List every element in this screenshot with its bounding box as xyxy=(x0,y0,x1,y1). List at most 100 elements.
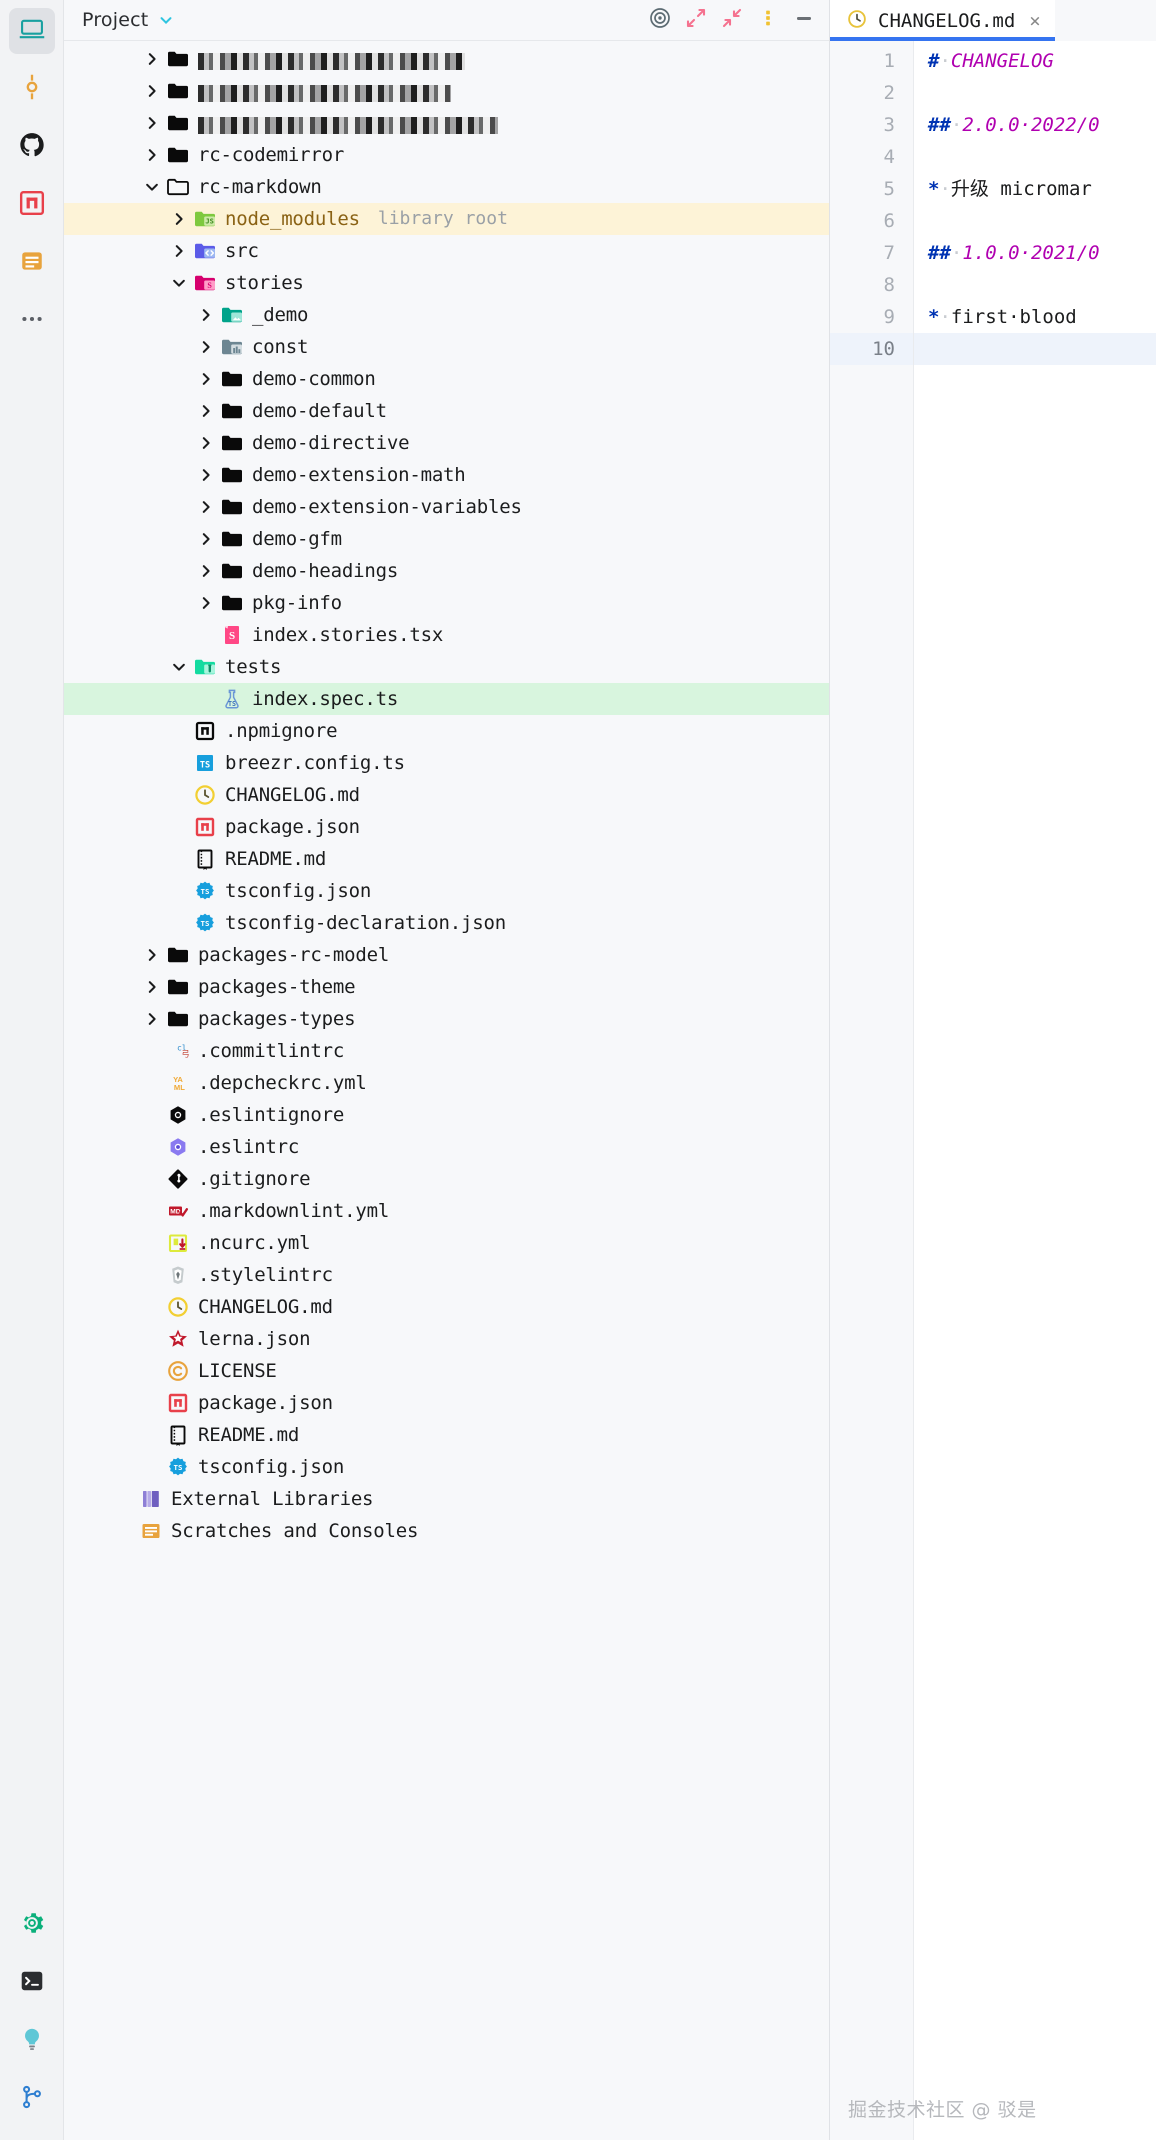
chevron-right-icon[interactable] xyxy=(193,370,219,388)
chevron-down-icon[interactable] xyxy=(166,658,192,676)
tree-row[interactable] xyxy=(64,43,829,75)
code-content[interactable]: #·CHANGELOG ##·2.0.0·2022/0 *·升级 micromar #… xyxy=(914,41,1156,2140)
tree-row[interactable]: package.json xyxy=(64,1387,829,1419)
chevron-right-icon[interactable] xyxy=(139,1010,165,1028)
tree-row[interactable]: .stylelintrc xyxy=(64,1259,829,1291)
code-line[interactable] xyxy=(914,269,1156,301)
chevron-right-icon[interactable] xyxy=(193,498,219,516)
chevron-right-icon[interactable] xyxy=(139,146,165,164)
tree-row[interactable]: demo-headings xyxy=(64,555,829,587)
tree-row[interactable]: .gitignore xyxy=(64,1163,829,1195)
rail-item-problems[interactable] xyxy=(9,2018,55,2064)
select-opened-file-button[interactable] xyxy=(643,5,677,35)
tree-row[interactable]: packages-rc-model xyxy=(64,939,829,971)
tree-row[interactable]: README.md xyxy=(64,1419,829,1451)
code-line[interactable]: *·first·blood xyxy=(914,301,1156,333)
code-line[interactable]: ##·1.0.0·2021/0 xyxy=(914,237,1156,269)
chevron-down-icon[interactable] xyxy=(157,11,175,29)
options-menu-button[interactable] xyxy=(751,5,785,35)
rail-item-npm[interactable] xyxy=(9,182,55,228)
chevron-right-icon[interactable] xyxy=(139,114,165,132)
tree-row[interactable]: CHANGELOG.md xyxy=(64,1291,829,1323)
code-line[interactable]: #·CHANGELOG xyxy=(914,45,1156,77)
tree-row[interactable]: rc-codemirror xyxy=(64,139,829,171)
rail-item-version-control[interactable] xyxy=(9,2076,55,2122)
rail-item-terminal[interactable] xyxy=(9,1960,55,2006)
chevron-right-icon[interactable] xyxy=(193,530,219,548)
tree-row[interactable]: External Libraries xyxy=(64,1483,829,1515)
tree-row[interactable]: rc-markdown xyxy=(64,171,829,203)
chevron-right-icon[interactable] xyxy=(193,434,219,452)
rail-item-settings[interactable] xyxy=(9,1902,55,1948)
editor-tab-changelog[interactable]: CHANGELOG.md × xyxy=(830,0,1055,41)
rail-item-database[interactable] xyxy=(9,240,55,286)
chevron-down-icon[interactable] xyxy=(166,274,192,292)
code-line[interactable] xyxy=(914,141,1156,173)
tree-row[interactable]: tests xyxy=(64,651,829,683)
tree-row[interactable]: const xyxy=(64,331,829,363)
tree-row[interactable]: .npmignore xyxy=(64,715,829,747)
tree-row[interactable]: lerna.json xyxy=(64,1323,829,1355)
rail-item-pull-requests[interactable] xyxy=(9,124,55,170)
tree-row[interactable]: CHANGELOG.md xyxy=(64,779,829,811)
chevron-down-icon[interactable] xyxy=(139,178,165,196)
chevron-right-icon[interactable] xyxy=(139,946,165,964)
collapse-all-button[interactable] xyxy=(715,5,749,35)
tree-row[interactable]: demo-extension-variables xyxy=(64,491,829,523)
tree-row[interactable]: pkg-info xyxy=(64,587,829,619)
tree-row[interactable]: packages-theme xyxy=(64,971,829,1003)
tree-row[interactable]: _demo xyxy=(64,299,829,331)
tree-row[interactable]: src xyxy=(64,235,829,267)
chevron-right-icon[interactable] xyxy=(193,306,219,324)
hide-panel-button[interactable] xyxy=(787,5,821,35)
chevron-right-icon[interactable] xyxy=(193,338,219,356)
chevron-right-icon[interactable] xyxy=(166,210,192,228)
tree-row[interactable]: demo-directive xyxy=(64,427,829,459)
chevron-right-icon[interactable] xyxy=(193,594,219,612)
tree-row[interactable]: demo-common xyxy=(64,363,829,395)
code-line[interactable] xyxy=(914,205,1156,237)
rail-item-project-view[interactable] xyxy=(8,8,55,54)
chevron-right-icon[interactable] xyxy=(139,50,165,68)
rail-item-commit[interactable] xyxy=(9,66,55,112)
chevron-right-icon[interactable] xyxy=(193,466,219,484)
chevron-right-icon[interactable] xyxy=(139,82,165,100)
tree-row[interactable]: .ncurc.yml xyxy=(64,1227,829,1259)
tree-row[interactable]: README.md xyxy=(64,843,829,875)
chevron-right-icon[interactable] xyxy=(139,978,165,996)
code-line[interactable] xyxy=(914,333,1156,365)
chevron-right-icon[interactable] xyxy=(166,242,192,260)
tree-row[interactable] xyxy=(64,75,829,107)
tree-row[interactable]: LICENSE xyxy=(64,1355,829,1387)
tree-row[interactable]: demo-extension-math xyxy=(64,459,829,491)
tree-row[interactable] xyxy=(64,107,829,139)
rail-item-more-tool-windows[interactable] xyxy=(9,298,55,344)
tree-row[interactable]: .eslintrc xyxy=(64,1131,829,1163)
tree-row[interactable]: demo-default xyxy=(64,395,829,427)
close-icon[interactable]: × xyxy=(1029,9,1041,32)
tree-row[interactable]: .eslintignore xyxy=(64,1099,829,1131)
code-line[interactable] xyxy=(914,77,1156,109)
chevron-right-icon[interactable] xyxy=(193,402,219,420)
chevron-right-icon[interactable] xyxy=(193,562,219,580)
code-line[interactable]: ##·2.0.0·2022/0 xyxy=(914,109,1156,141)
expand-all-button[interactable] xyxy=(679,5,713,35)
tree-row[interactable]: Scratches and Consoles xyxy=(64,1515,829,1547)
tree-row[interactable]: demo-gfm xyxy=(64,523,829,555)
code-line[interactable]: *·升级 micromar xyxy=(914,173,1156,205)
tree-row[interactable]: package.json xyxy=(64,811,829,843)
tree-row[interactable]: packages-types xyxy=(64,1003,829,1035)
tree-row[interactable]: MD.markdownlint.yml xyxy=(64,1195,829,1227)
